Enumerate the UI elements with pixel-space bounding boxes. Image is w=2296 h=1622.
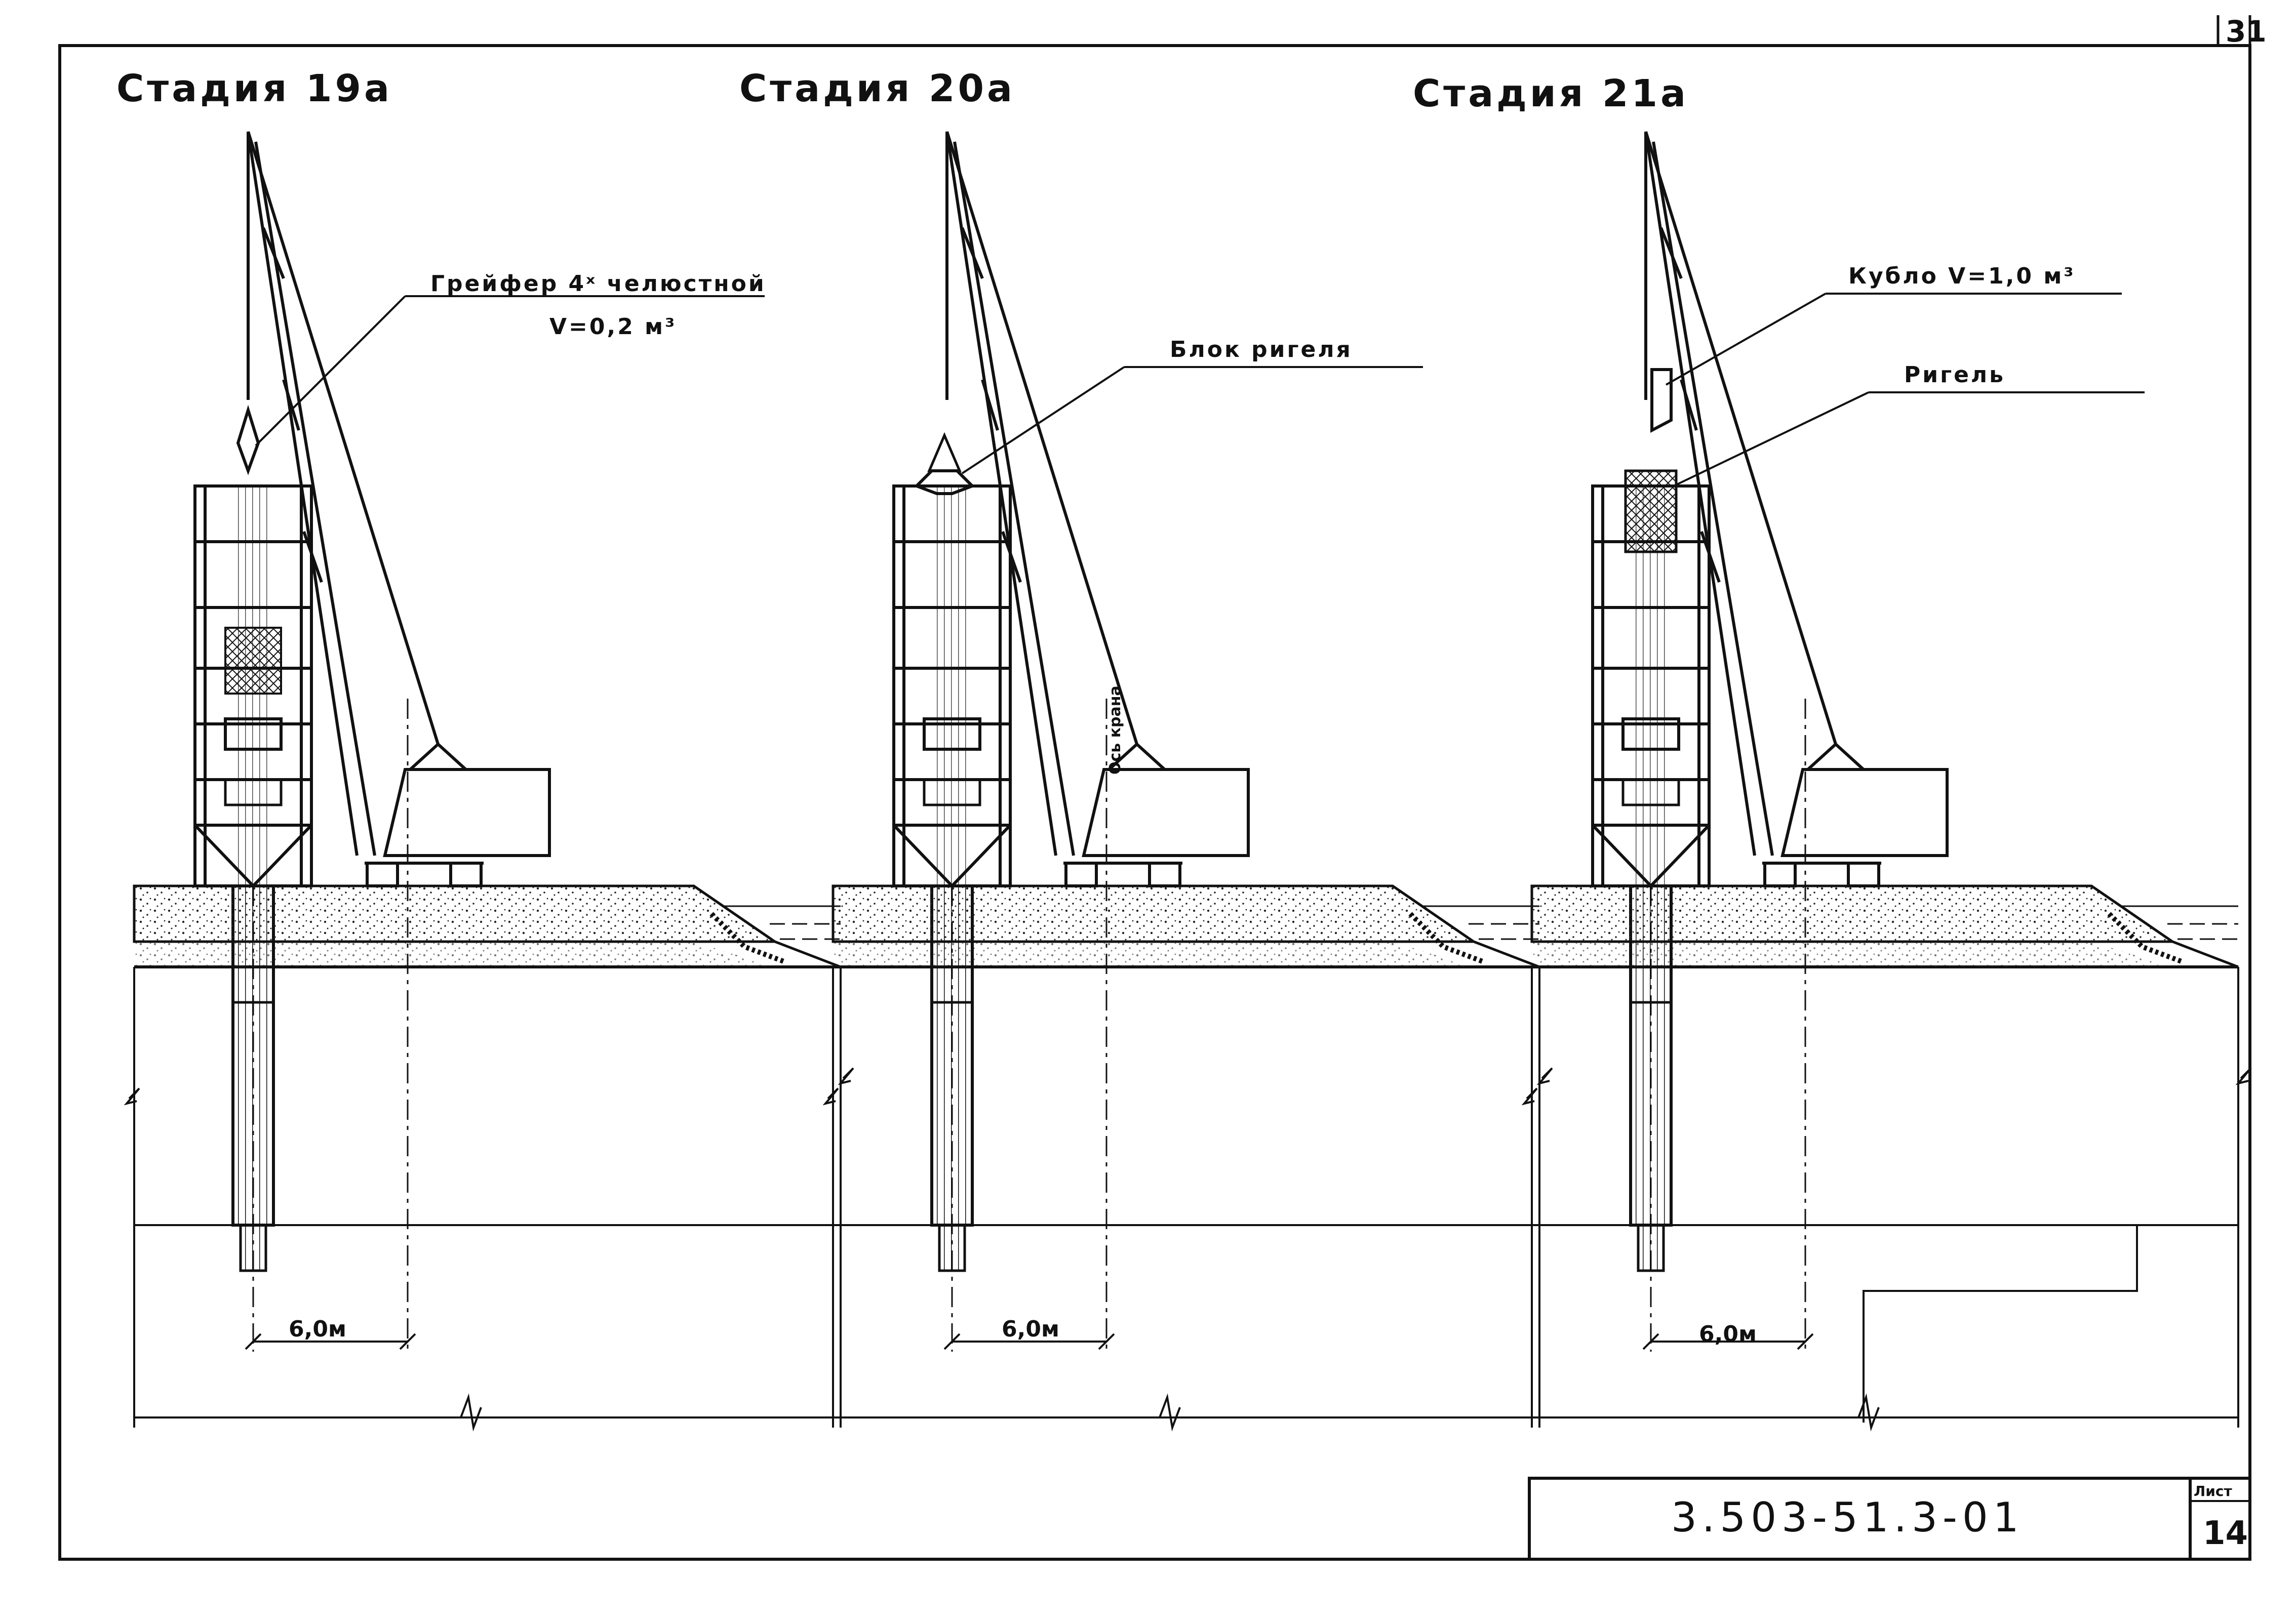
page-number: 31: [2226, 14, 2267, 49]
stage-20a: Стадия 20а Блок ригеля Ось крана 6,0м: [739, 67, 1552, 1428]
stage-20a-drawing: [825, 132, 1552, 1428]
concrete-bucket-icon: [1650, 368, 1673, 433]
grab-bucket-icon: [236, 404, 260, 475]
document-code: 3.503-51.3-01: [1671, 1494, 2024, 1541]
stage-20a-dimension: 6,0м: [1002, 1316, 1059, 1342]
stage-19a-dimension: 6,0м: [289, 1316, 346, 1342]
stage-21a: Стадия 21а Кубло V=1,0 м³ Ригель 6,0м: [1413, 72, 2251, 1428]
sheet-number: 14: [2203, 1515, 2248, 1552]
stage-19a: Стадия 19а Грейфер 4ˣ челюстной V=0,2 м³…: [116, 67, 853, 1428]
title-block: 3.503-51.3-01 Лист 14: [1528, 1477, 2251, 1561]
stage-20a-callout-block: Блок ригеля: [1170, 337, 1353, 362]
stage-21a-callout-bucket: Кубло V=1,0 м³: [1848, 263, 2076, 289]
stage-19a-drawing: [127, 132, 853, 1428]
sheet-label: Лист: [2194, 1483, 2232, 1499]
stage-21a-title: Стадия 21а: [1413, 72, 1689, 115]
stage-21a-callout-crossbar: Ригель: [1904, 362, 2005, 388]
crossbar-icon: [1624, 469, 1678, 553]
stage-21a-drawing: [1524, 132, 2251, 1428]
stage-20a-crane-axis-label: Ось крана: [1106, 685, 1124, 775]
stage-19a-title: Стадия 19а: [116, 67, 392, 110]
stage-19a-callout-grab: Грейфер 4ˣ челюстной: [430, 271, 766, 297]
stage-21a-dimension: 6,0м: [1699, 1321, 1757, 1347]
stage-19a-callout-volume: V=0,2 м³: [549, 314, 677, 340]
stage-20a-title: Стадия 20а: [739, 67, 1015, 110]
